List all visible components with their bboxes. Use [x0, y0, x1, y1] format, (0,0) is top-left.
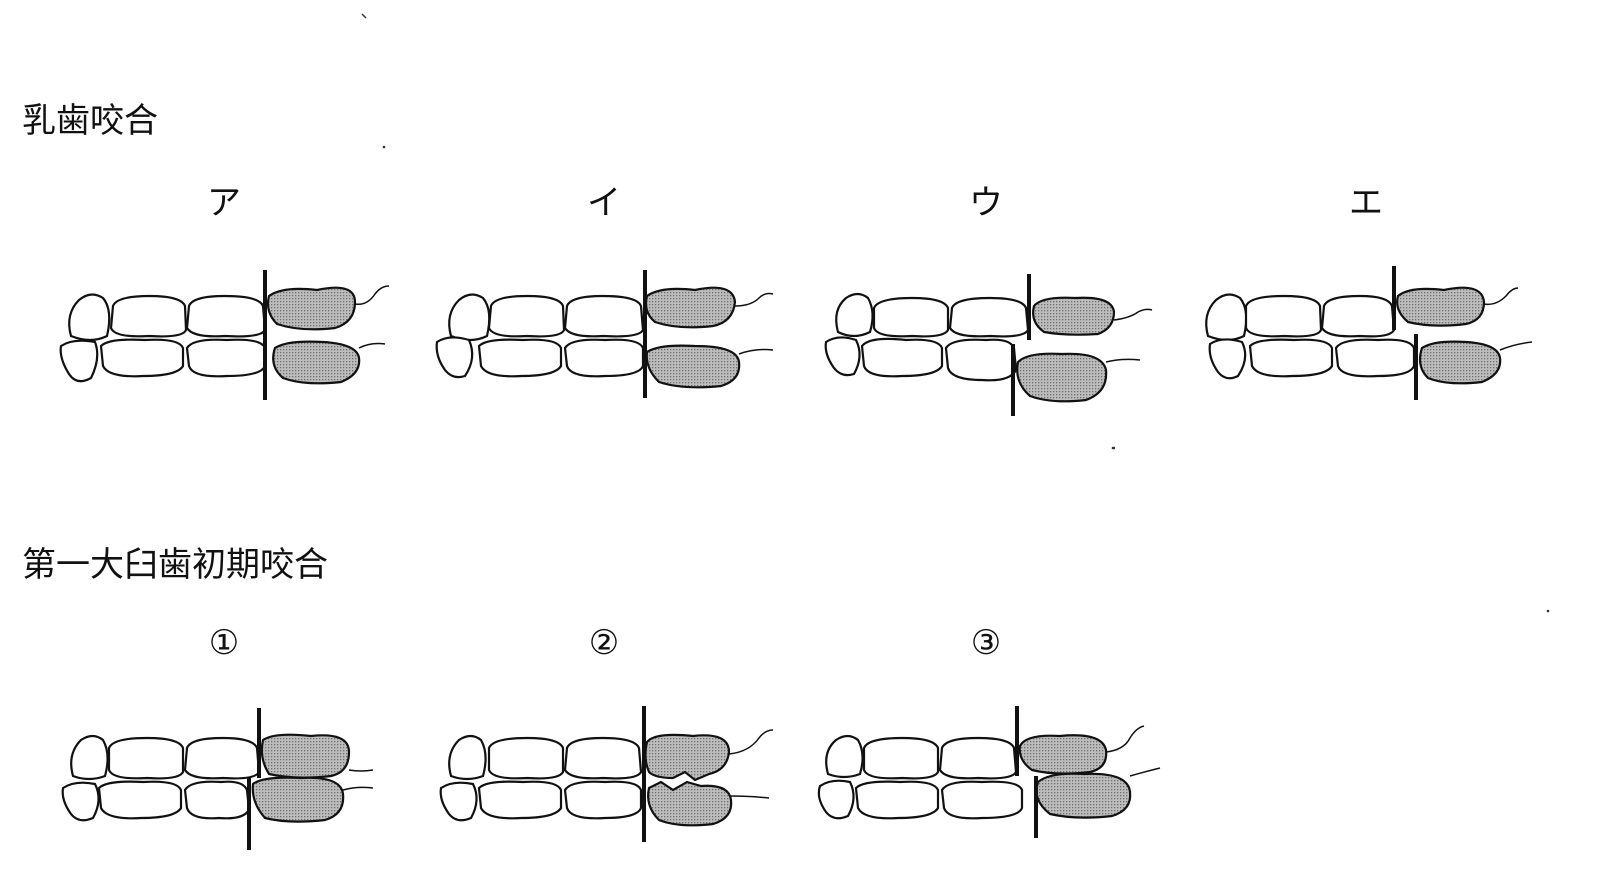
upper-canine [825, 734, 864, 779]
lower-first-deciduous-molar [854, 780, 940, 820]
lower-molar-root-line [1105, 358, 1141, 363]
occlusion-diagram-3 [817, 706, 1161, 838]
lower-first-deciduous-molar [477, 780, 563, 820]
lower-canine [817, 779, 855, 820]
upper-first-deciduous-molar [107, 736, 185, 780]
upper-arch [1205, 286, 1519, 342]
scan-mark [382, 145, 386, 149]
upper-molar-root-line [354, 285, 390, 306]
lower-second-deciduous-molar [944, 338, 1018, 382]
lower-molar-root-line [738, 348, 774, 355]
lower-first-deciduous-molar [477, 338, 563, 378]
lower-first-deciduous-molar [99, 338, 185, 378]
upper-molar-root-line [728, 729, 774, 755]
lower-first-permanent-molar [1418, 340, 1502, 385]
lower-arch [59, 338, 386, 385]
lower-second-deciduous-molar [563, 780, 643, 820]
lower-first-deciduous-molar [1248, 338, 1334, 378]
lower-arch [435, 336, 774, 389]
upper-arch [448, 729, 774, 782]
upper-first-deciduous-molar [487, 736, 565, 780]
section-title-first-molar-occlusion: 第一大臼歯初期咬合 [22, 545, 328, 585]
occlusion-diagram-2 [439, 706, 774, 842]
lower-canine [1208, 338, 1247, 380]
section-title-deciduous-occlusion: 乳歯咬合 [22, 101, 158, 141]
lower-first-permanent-molar [645, 344, 741, 389]
occlusion-diagram-i [435, 270, 774, 398]
lower-arch [817, 767, 1161, 820]
upper-molar-root-line [348, 769, 374, 772]
upper-first-permanent-molar [644, 733, 731, 782]
lower-first-permanent-molar [251, 776, 345, 823]
occlusion-diagram-1 [61, 708, 374, 850]
lower-arch [439, 780, 770, 827]
upper-first-deciduous-molar [1244, 294, 1323, 338]
upper-molar-root-line [1483, 287, 1519, 306]
lower-canine [435, 336, 474, 379]
panel-label-a: ア [207, 183, 241, 223]
scan-mark [361, 13, 367, 19]
lower-first-deciduous-molar [860, 337, 944, 378]
lower-molar-root-line [1499, 341, 1533, 351]
lower-molar-root-line [342, 786, 374, 791]
occlusion-diagram-e [1205, 266, 1533, 400]
panel-label-1: ① [208, 623, 240, 663]
scan-mark [1111, 446, 1115, 450]
lower-molar-root-line [730, 795, 770, 799]
upper-arch [835, 292, 1153, 338]
lower-molar-root-line [358, 342, 386, 349]
upper-arch [448, 286, 774, 342]
upper-first-deciduous-molar [862, 736, 940, 780]
upper-canine [70, 734, 109, 781]
upper-molar-root-line [1105, 725, 1145, 753]
lower-first-permanent-molar [1035, 772, 1132, 819]
upper-first-permanent-molar [1396, 286, 1486, 327]
upper-canine [448, 734, 487, 781]
upper-first-permanent-molar [644, 286, 737, 329]
panel-label-i: イ [587, 183, 621, 223]
lower-canine [61, 781, 100, 822]
upper-first-permanent-molar [266, 286, 357, 331]
lower-second-deciduous-molar [940, 780, 1024, 820]
upper-arch [68, 285, 390, 342]
panel-label-e: エ [1349, 183, 1383, 223]
upper-first-permanent-molar [260, 733, 351, 779]
upper-arch [825, 725, 1145, 780]
upper-canine [835, 292, 874, 338]
occlusion-diagram-a [59, 270, 390, 400]
panel-label-3: ③ [970, 623, 1002, 663]
lower-first-permanent-molar [1016, 352, 1108, 403]
lower-first-deciduous-molar [97, 780, 183, 820]
lower-first-permanent-molar [272, 340, 361, 385]
scan-mark [1546, 609, 1550, 613]
upper-first-deciduous-molar [109, 294, 188, 338]
upper-second-deciduous-molar [563, 736, 643, 780]
lower-molar-root-line [1129, 767, 1161, 777]
upper-canine [448, 293, 491, 342]
lower-arch [61, 776, 374, 823]
lower-arch [824, 336, 1141, 403]
lower-canine [439, 781, 478, 822]
upper-first-permanent-molar [1032, 296, 1116, 336]
upper-molar-root-line [1113, 308, 1153, 321]
upper-first-deciduous-molar [872, 296, 950, 338]
panel-label-2: ② [588, 623, 620, 663]
lower-canine [824, 336, 861, 377]
lower-canine [59, 339, 99, 383]
occlusion-diagram-u [824, 274, 1153, 450]
upper-molar-root-line [734, 292, 774, 307]
panel-label-u: ウ [969, 183, 1003, 223]
lower-arch [1208, 338, 1533, 385]
upper-first-permanent-molar [1018, 734, 1108, 775]
lower-first-permanent-molar [647, 780, 733, 827]
upper-arch [70, 733, 374, 781]
upper-canine [68, 293, 111, 342]
upper-first-deciduous-molar [487, 294, 566, 338]
